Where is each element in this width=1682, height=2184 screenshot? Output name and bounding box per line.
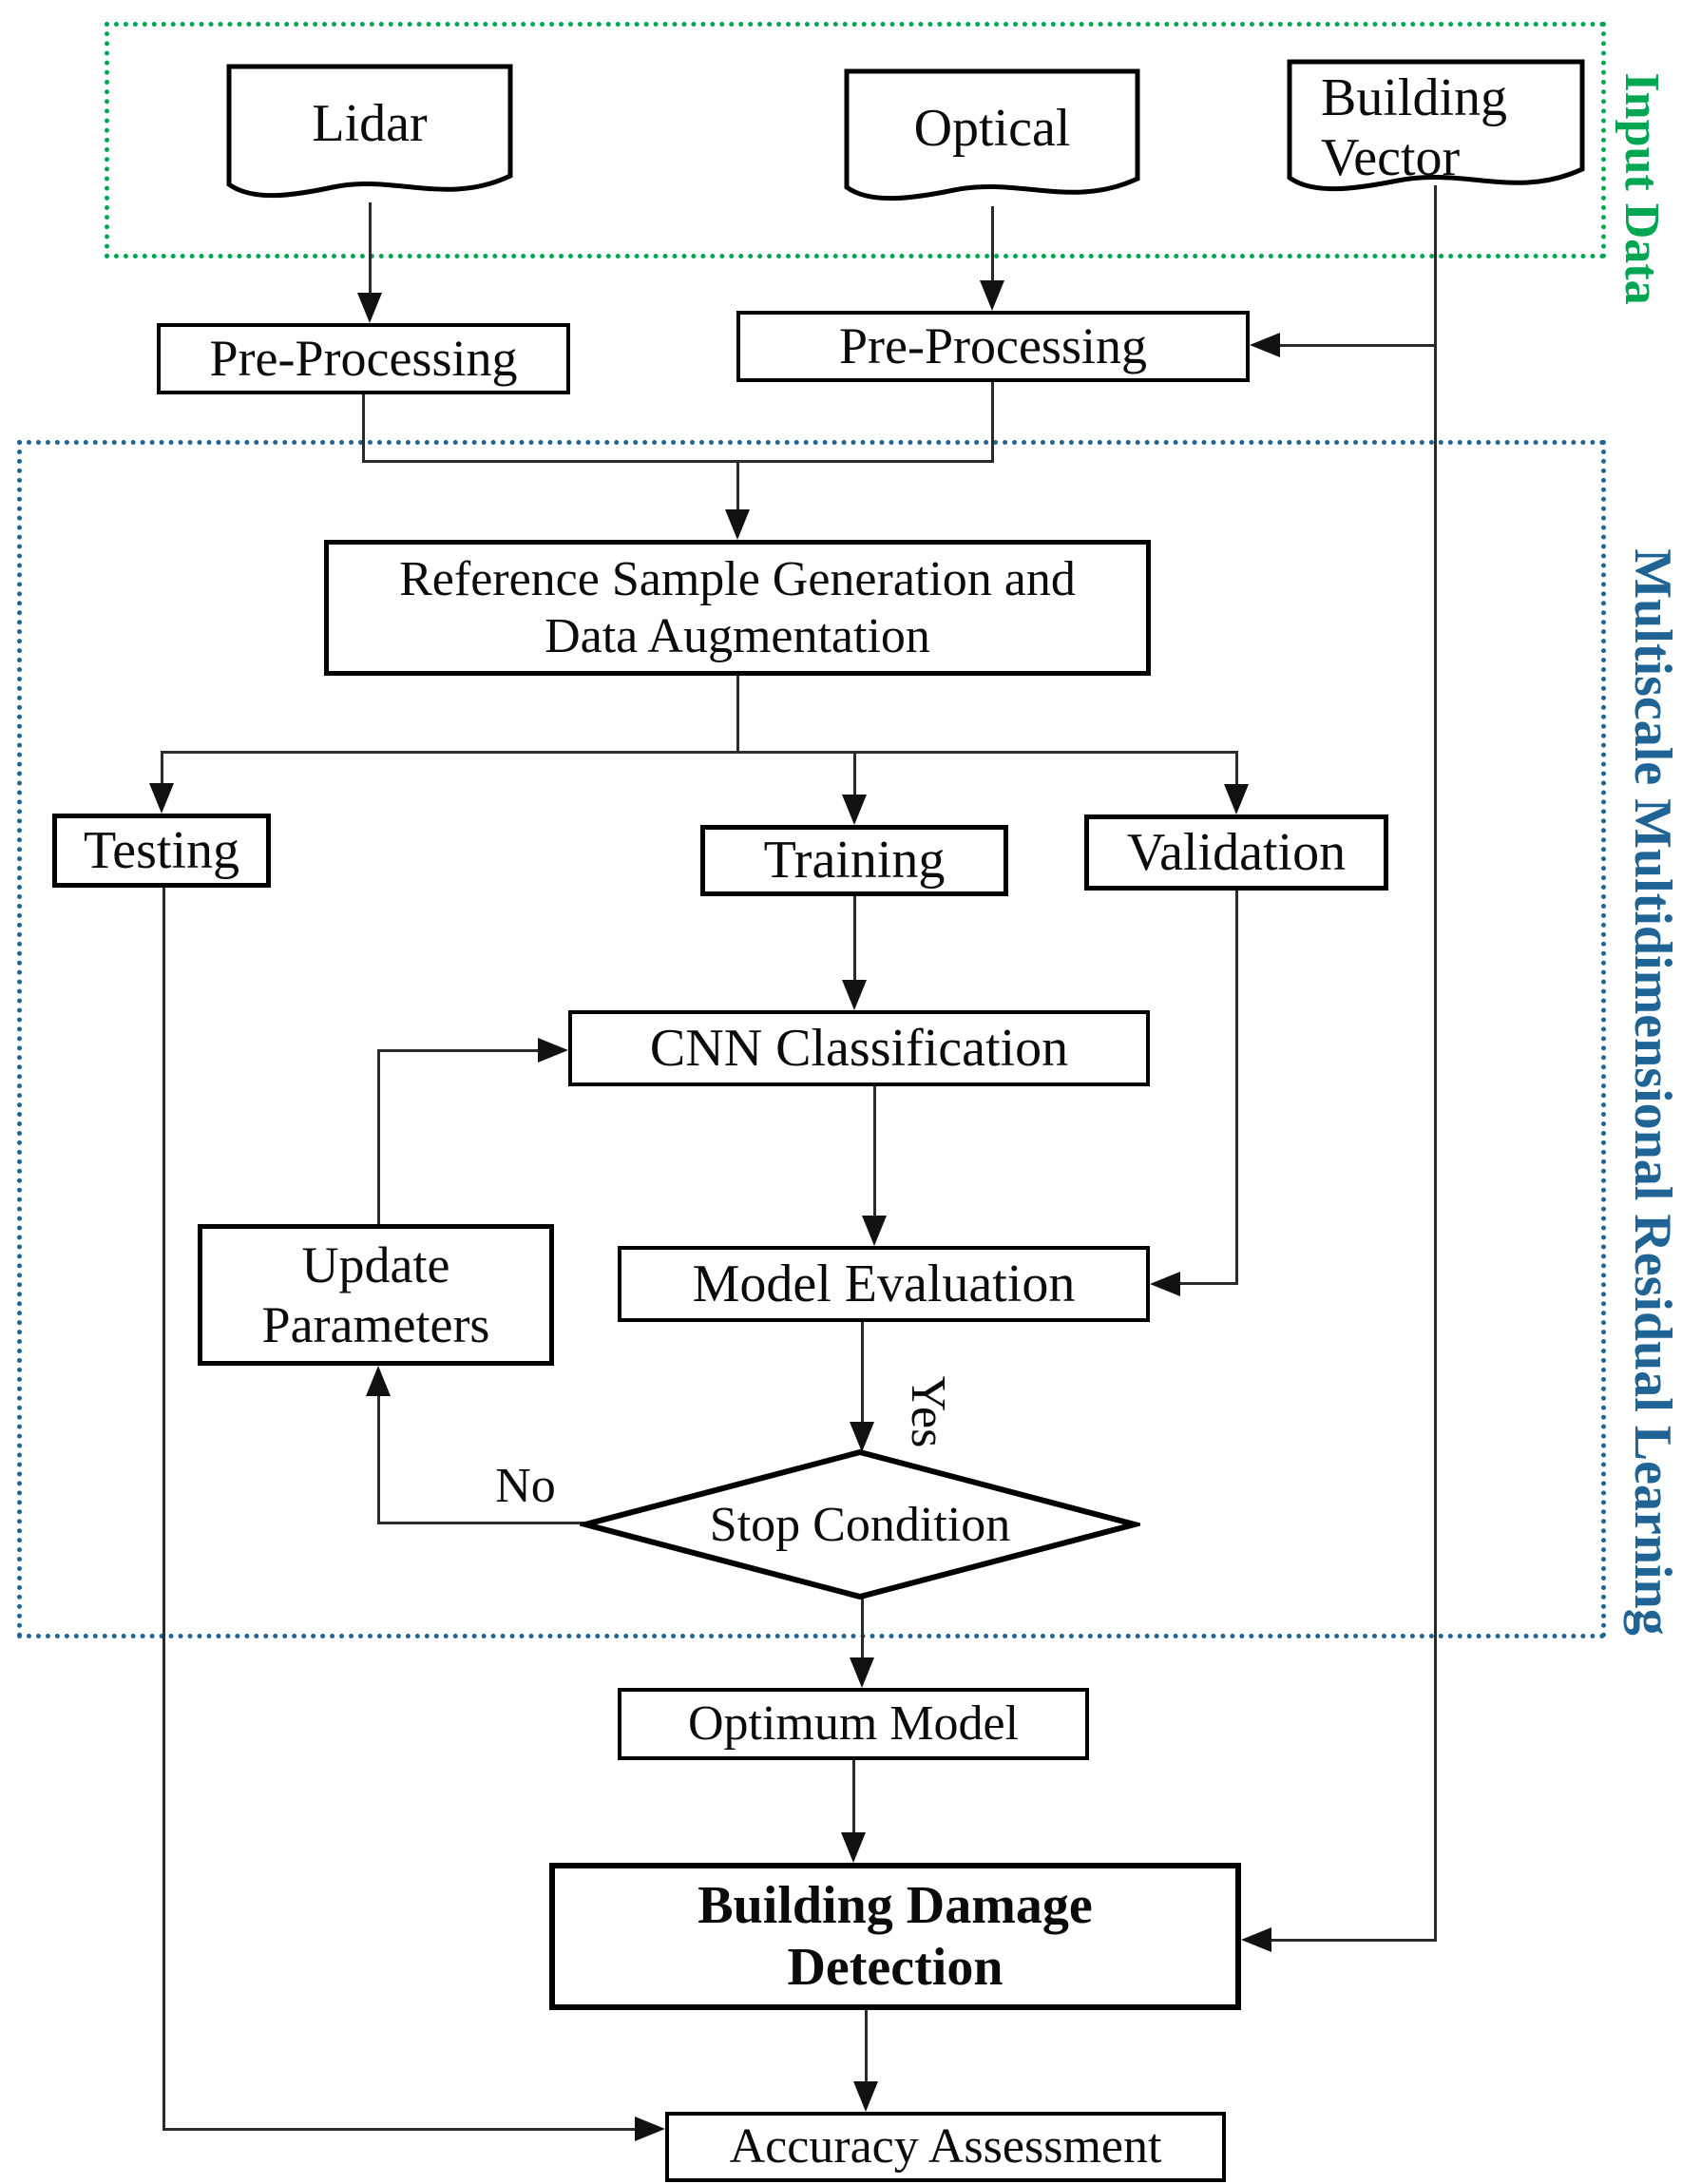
arrowhead-into-update-parameters [366, 1366, 391, 1396]
edge-building-vector-main [1434, 185, 1437, 1941]
node-reference-sample-generation: Reference Sample Generation and Data Aug… [324, 540, 1151, 676]
edge-split-to-training [853, 751, 856, 796]
edge-modeleval-to-stop [861, 1322, 864, 1424]
edge-label-no: No [495, 1459, 556, 1513]
node-training: Training [700, 825, 1008, 896]
edge-testing-to-accuracy [162, 2128, 635, 2131]
input-data-frame [105, 22, 1606, 259]
node-testing: Testing [52, 814, 271, 888]
edge-update-to-cnn [377, 1049, 538, 1052]
arrowhead-into-stop-condition [850, 1422, 874, 1452]
edge-split-bar [161, 751, 1237, 754]
node-preprocessing-right: Pre-Processing [736, 311, 1250, 382]
arrowhead-validation-into-modeleval [1150, 1272, 1180, 1296]
mmrl-group-label: Multiscale Multidimensional Residual Lea… [1623, 548, 1682, 1636]
node-model-evaluation: Model Evaluation [618, 1246, 1150, 1322]
node-optimum-model: Optimum Model [618, 1688, 1089, 1760]
arrowhead-into-bdd [841, 1832, 866, 1863]
edge-optimum-to-bdd [852, 1760, 855, 1834]
arrowhead-into-accuracy [853, 2081, 878, 2112]
edge-reference-down [736, 676, 739, 753]
edge-building-vector-to-bdd [1270, 1939, 1437, 1942]
edge-preprocessing-right-down [991, 380, 994, 463]
arrowhead-into-optimum-model [850, 1657, 874, 1688]
node-lidar-label: Lidar [312, 93, 428, 153]
edge-no-up [377, 1396, 380, 1524]
edge-update-up [377, 1050, 380, 1224]
arrowhead-update-into-cnn [538, 1038, 568, 1063]
edge-lidar-to-preprocessing [369, 202, 372, 295]
node-building-vector-label: Building Vector [1321, 68, 1508, 187]
node-stop-condition: Stop Condition [580, 1448, 1140, 1600]
edge-validation-down [1235, 891, 1238, 1285]
node-building-vector: Building Vector [1287, 59, 1585, 201]
edge-split-to-validation [1235, 751, 1238, 786]
mmrl-frame [17, 440, 1606, 1638]
edge-testing-long-down [162, 888, 165, 2131]
edge-split-to-testing [161, 751, 163, 785]
edge-building-vector-to-preprocessing [1280, 344, 1435, 347]
node-building-damage-detection: Building Damage Detection [549, 1863, 1241, 2010]
arrowhead-into-preprocessing-left [357, 293, 382, 323]
edge-training-to-cnn [853, 896, 856, 982]
input-data-group-label: Input Data [1615, 72, 1669, 305]
building-vector-document-shape [1287, 59, 1585, 192]
arrowhead-into-reference [725, 509, 750, 540]
node-validation: Validation [1084, 814, 1388, 891]
edge-bdd-to-accuracy [865, 2010, 868, 2083]
lidar-document-shape [226, 64, 513, 199]
edge-cnn-to-modeleval [873, 1086, 876, 1217]
edge-no-horizontal [377, 1522, 585, 1524]
node-optical: Optical [844, 62, 1140, 195]
edge-merge-bar [362, 460, 993, 463]
stop-condition-diamond-shape [580, 1448, 1140, 1600]
edge-preprocessing-left-down [362, 393, 365, 463]
arrowhead-testing-into-accuracy [635, 2117, 665, 2141]
arrowhead-bv-into-preprocessing-right [1250, 333, 1280, 357]
arrowhead-into-modeleval [862, 1216, 887, 1246]
node-preprocessing-left: Pre-Processing [157, 323, 570, 394]
stop-condition-label: Stop Condition [709, 1497, 1011, 1552]
edge-stop-to-optimum [861, 1596, 864, 1659]
edge-merge-to-reference [736, 460, 739, 511]
edge-optical-to-preprocessing [991, 206, 994, 282]
node-cnn-classification: CNN Classification [568, 1010, 1150, 1086]
node-optical-label: Optical [913, 98, 1071, 158]
arrowhead-into-training [842, 795, 867, 825]
arrowhead-bv-into-bdd [1241, 1927, 1271, 1952]
node-accuracy-assessment: Accuracy Assessment [665, 2112, 1226, 2182]
arrowhead-into-cnn [842, 980, 867, 1010]
arrowhead-into-preprocessing-right [980, 280, 1004, 311]
edge-validation-to-modeleval [1180, 1282, 1237, 1285]
node-lidar: Lidar [226, 57, 513, 190]
arrowhead-into-testing [149, 783, 174, 814]
optical-document-shape [844, 68, 1140, 201]
arrowhead-into-validation [1224, 784, 1249, 814]
edge-label-yes: Yes [901, 1375, 955, 1448]
node-update-parameters: Update Parameters [198, 1224, 554, 1366]
